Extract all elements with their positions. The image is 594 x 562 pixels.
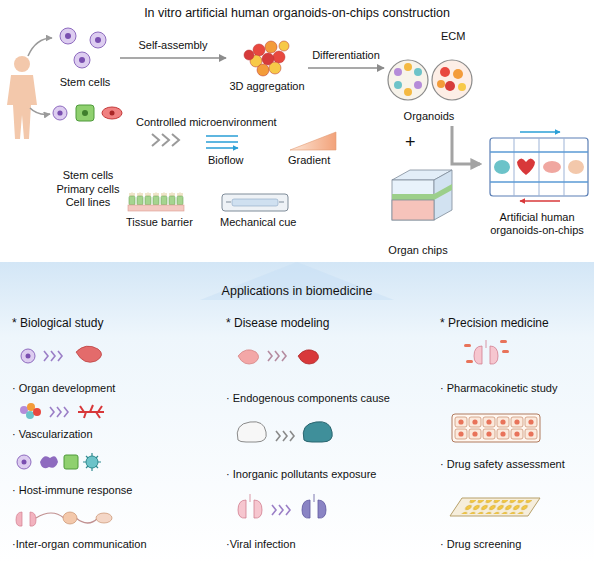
text-label: · Host-immune response [12,484,132,497]
text-label: * Biological study [12,316,103,330]
text-label: · Organ development [12,382,115,395]
text-label: · Endogenous components cause [226,392,390,405]
flow-arrow [120,57,226,59]
node-box: Applications in biomedicine [0,262,594,562]
text-label: Controlled microenvironment [136,116,277,129]
text-label: ·Viral infection [226,538,296,551]
node-label: Artificial human organoids-on-chips [483,211,591,239]
text-label: ECM [441,30,465,43]
text-label: * Disease modeling [226,316,329,330]
text-label: Gradient [288,154,330,167]
text-label: Tissue barrier [126,216,193,229]
flow-arrow [308,67,384,69]
edge-label-wrap: Self-assembly [136,39,209,51]
node-label: 3D aggregation [229,80,304,94]
edge-label: Self-assembly [136,39,209,51]
node-label: Organ chips [388,244,447,258]
text-label: * Precision medicine [440,316,549,330]
title-wrap: In vitro artificial human organoids-on-c… [0,3,594,21]
node-box: 3D aggregation [226,36,308,96]
edge-label-wrap: Differentiation [310,49,382,61]
node-box: Artificial human organoids-on-chips [480,128,594,240]
text-label: Bioflow [208,154,243,167]
node-box: Stem cells [50,26,120,92]
diagram-title: In vitro artificial human organoids-on-c… [144,6,450,20]
node-box: Organoids [384,46,474,126]
node-box: Stem cells Primary cells Cell lines [46,100,130,212]
text-label: · Drug screening [440,538,521,551]
node-box: Organ chips [380,165,456,260]
node-label: Applications in biomedicine [222,284,373,300]
text-label: · Inorganic pollutants exposure [226,468,376,481]
node-label: Stem cells Primary cells Cell lines [49,169,127,210]
text-label: · Pharmacokinetic study [440,382,557,395]
text-label: Mechanical cue [220,216,296,229]
edge-label: Differentiation [310,49,382,61]
text-label: + [405,132,416,154]
text-label: · Vascularization [12,428,93,441]
text-label: · Drug safety assessment [440,458,565,471]
text-label: ·Inter-organ communication [12,538,147,551]
node-label: Organoids [404,110,455,124]
node-label: Stem cells [60,76,111,90]
flow-arrow [452,126,480,164]
